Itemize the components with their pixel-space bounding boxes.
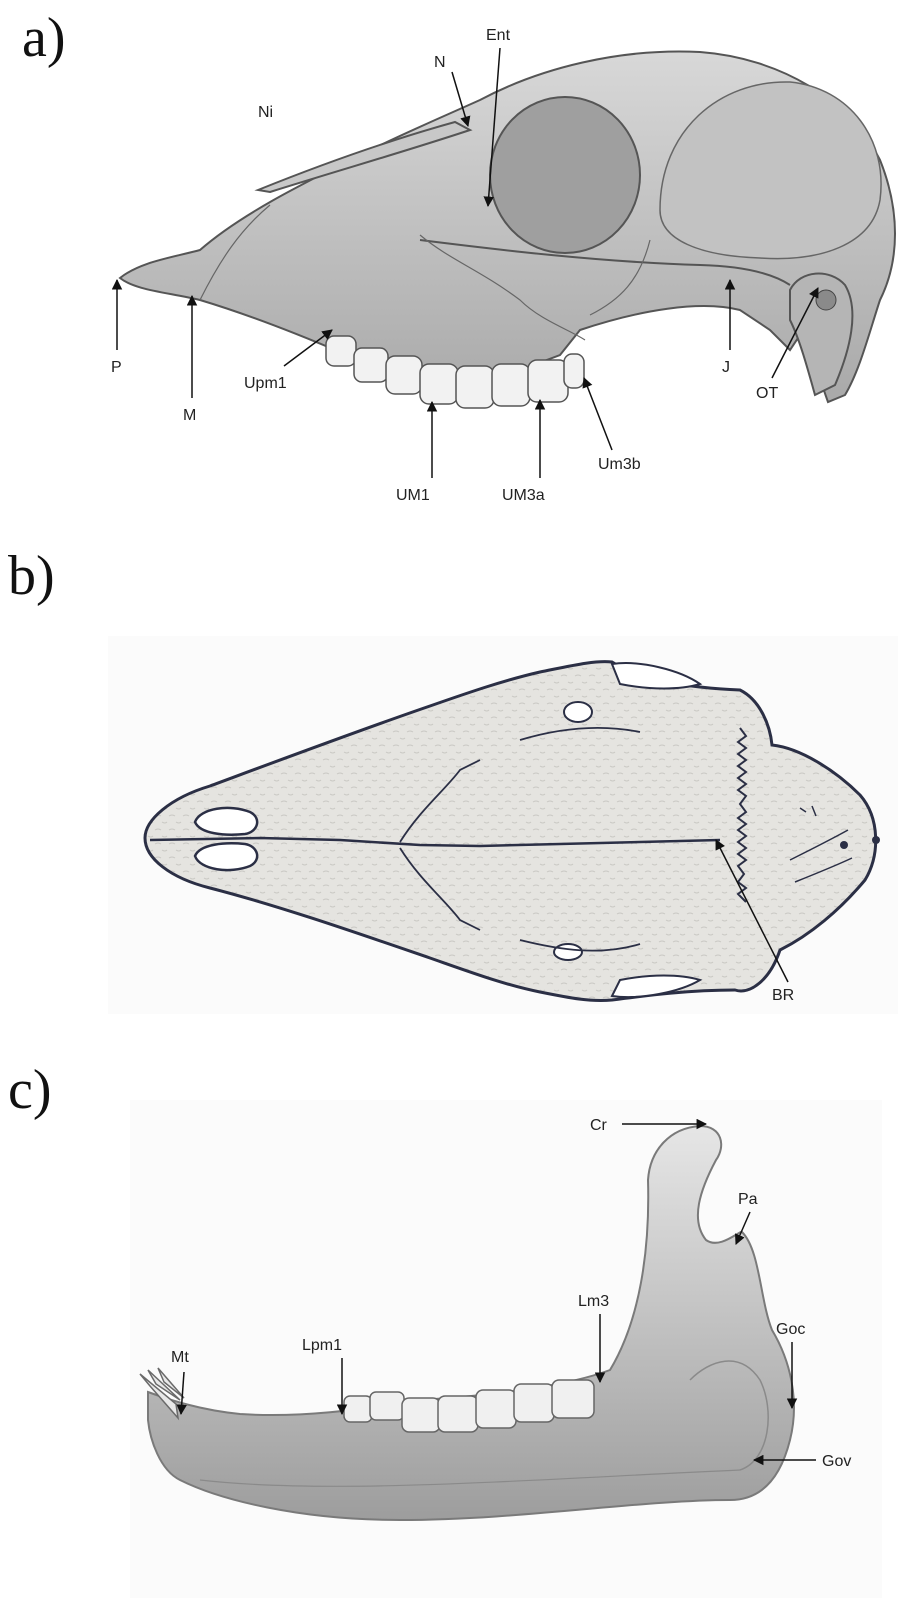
label-BR: BR [772, 987, 794, 1004]
label-Goc: Goc [776, 1321, 805, 1338]
nasal-opening-left [195, 808, 257, 835]
panel-a-skull-lateral [120, 51, 895, 408]
label-Lpm1: Lpm1 [302, 1337, 342, 1354]
label-Pa: Pa [738, 1191, 758, 1208]
label-J: J [722, 359, 730, 376]
panel-b-skull-dorsal [108, 636, 898, 1014]
label-OT: OT [756, 385, 778, 402]
label-N: N [434, 54, 446, 71]
label-Gov: Gov [822, 1453, 851, 1470]
nasal-opening-right [195, 843, 257, 870]
label-Ni: Ni [258, 104, 273, 121]
label-Ent: Ent [486, 27, 511, 44]
label-Mt: Mt [171, 1349, 189, 1366]
label-UM1: UM1 [396, 487, 430, 504]
label-Um3b: Um3b [598, 456, 641, 473]
label-UM3a: UM3a [502, 487, 545, 504]
label-Lm3: Lm3 [578, 1293, 609, 1310]
opisthocranion-point [872, 836, 880, 844]
orbit [490, 97, 640, 253]
arrow-Um3b [584, 378, 612, 450]
label-M: M [183, 407, 196, 424]
panel-c-mandible [130, 1100, 882, 1598]
label-Upm1: Upm1 [244, 375, 287, 392]
label-Cr: Cr [590, 1117, 608, 1134]
label-P: P [111, 359, 122, 376]
bregma-point [840, 841, 848, 849]
external-auditory-meatus [816, 290, 836, 310]
supraorbital-foramen-bottom [554, 944, 582, 960]
supraorbital-foramen-top [564, 702, 592, 722]
